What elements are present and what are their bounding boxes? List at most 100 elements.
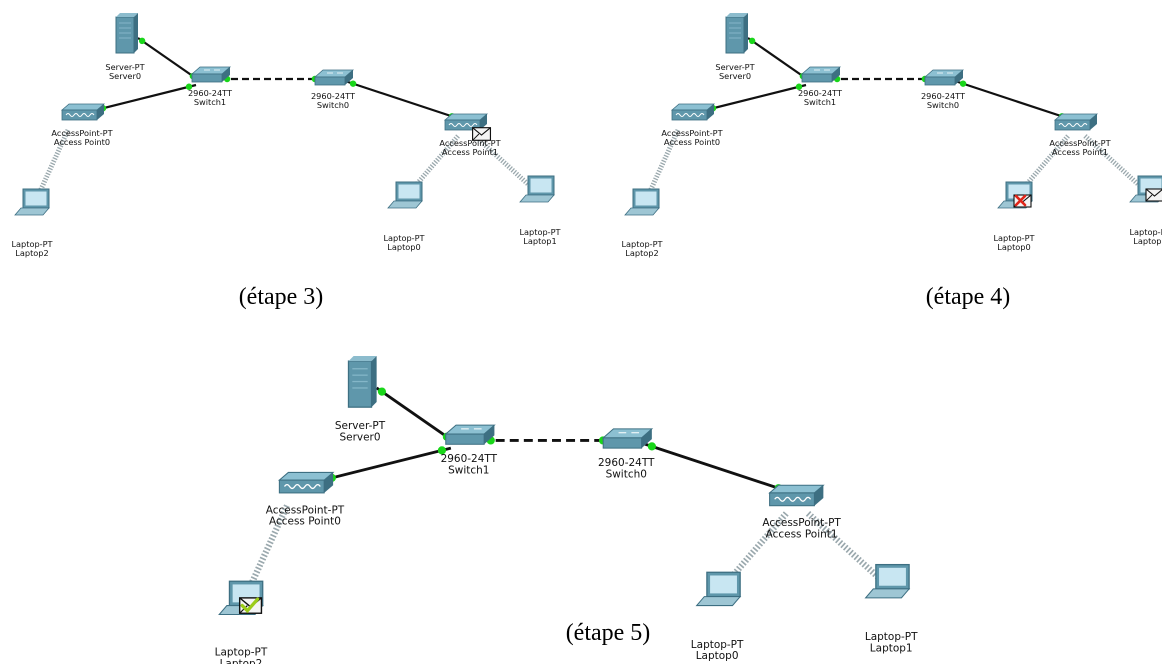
switch-icon[interactable] bbox=[190, 66, 232, 83]
device-type-label: Laptop-PT bbox=[993, 233, 1035, 243]
server-icon[interactable] bbox=[347, 355, 377, 408]
panel-etape-3: Server-PTServer02960-24TTSwitch12960-24T… bbox=[11, 13, 562, 258]
device-name-label: Laptop0 bbox=[696, 650, 739, 662]
device-name-label: Laptop1 bbox=[1133, 236, 1162, 246]
device-name-label: Switch0 bbox=[317, 100, 349, 110]
laptop-icon[interactable] bbox=[695, 571, 742, 607]
device-name-label: Server0 bbox=[109, 71, 141, 81]
switch-icon[interactable] bbox=[313, 69, 355, 86]
device-name-label: Access Point0 bbox=[54, 137, 110, 147]
wireless-ap0-laptop2 bbox=[34, 128, 71, 200]
device-type-label: AccessPoint-PT bbox=[661, 128, 723, 138]
port-indicator bbox=[748, 37, 756, 45]
link-switch0-ap1[interactable] bbox=[641, 441, 790, 493]
access-point-icon[interactable] bbox=[60, 103, 106, 121]
laptop-icon[interactable] bbox=[218, 580, 264, 616]
port-indicator bbox=[138, 37, 146, 45]
device-type-label: 2960-24TT bbox=[188, 88, 233, 98]
wireless-ap0-laptop2 bbox=[244, 504, 290, 595]
link-ap0-switch1[interactable] bbox=[95, 83, 197, 112]
laptop-icon[interactable] bbox=[387, 181, 423, 209]
device-type-label: Laptop-PT bbox=[691, 639, 744, 651]
envelope-icon bbox=[238, 597, 263, 614]
access-point-icon[interactable] bbox=[768, 484, 825, 507]
device-name-label: Laptop1 bbox=[523, 236, 556, 246]
device-type-label: Laptop-PT bbox=[1129, 227, 1162, 237]
device-type-label: Server-PT bbox=[105, 62, 145, 72]
wireless-ap1-laptop1 bbox=[473, 134, 532, 188]
device-type-label: Laptop-PT bbox=[519, 227, 561, 237]
device-type-label: Laptop-PT bbox=[865, 631, 918, 643]
access-point-icon[interactable] bbox=[670, 103, 716, 121]
panel-etape-5: Server-PTServer02960-24TTSwitch12960-24T… bbox=[215, 355, 918, 664]
device-name-label: Laptop2 bbox=[625, 248, 658, 258]
link-ap0-switch1[interactable] bbox=[322, 446, 452, 482]
device-name-label: Laptop1 bbox=[870, 642, 913, 654]
device-type-label: AccessPoint-PT bbox=[439, 138, 501, 148]
caption-etape-4: (étape 4) bbox=[926, 284, 1011, 310]
device-name-label: Access Point1 bbox=[766, 529, 838, 541]
device-name-label: Server0 bbox=[719, 71, 751, 81]
laptop-icon[interactable] bbox=[624, 188, 660, 216]
device-name-label: Laptop2 bbox=[15, 248, 48, 258]
envelope-icon bbox=[1145, 188, 1162, 202]
wireless-ap1-laptop0 bbox=[722, 511, 789, 588]
device-name-label: Switch0 bbox=[606, 468, 647, 480]
laptop-icon[interactable] bbox=[997, 181, 1033, 209]
device-name-label: Laptop0 bbox=[997, 242, 1030, 252]
device-name-label: Laptop0 bbox=[387, 242, 420, 252]
switch-icon[interactable] bbox=[601, 428, 654, 449]
access-point-icon[interactable] bbox=[1053, 113, 1099, 131]
device-name-label: Server0 bbox=[339, 431, 380, 443]
server-icon[interactable] bbox=[725, 13, 748, 54]
device-type-label: Laptop-PT bbox=[215, 646, 268, 658]
switch-icon[interactable] bbox=[800, 66, 842, 83]
x-mark-icon bbox=[1014, 194, 1027, 207]
link-server-switch1[interactable] bbox=[375, 386, 453, 442]
device-type-label: AccessPoint-PT bbox=[762, 517, 841, 529]
device-name-label: Switch1 bbox=[448, 465, 489, 477]
device-name-label: Access Point1 bbox=[1052, 147, 1108, 157]
link-switch0-ap1[interactable] bbox=[344, 79, 461, 121]
caption-etape-3: (étape 3) bbox=[239, 284, 324, 310]
port-indicator bbox=[349, 80, 357, 87]
device-name-label: Access Point0 bbox=[269, 516, 341, 528]
wireless-ap0-laptop2 bbox=[644, 128, 681, 200]
device-name-label: Laptop2 bbox=[220, 658, 263, 664]
access-point-icon[interactable] bbox=[443, 113, 489, 131]
link-server-switch1[interactable] bbox=[137, 37, 198, 80]
port-indicator bbox=[647, 442, 656, 451]
switch-icon[interactable] bbox=[923, 69, 965, 86]
device-name-label: Switch1 bbox=[804, 97, 836, 107]
device-type-label: AccessPoint-PT bbox=[1049, 138, 1111, 148]
access-point-icon[interactable] bbox=[277, 471, 335, 494]
panel-etape-4: Server-PTServer02960-24TTSwitch12960-24T… bbox=[621, 13, 1162, 258]
envelope-icon bbox=[472, 127, 492, 141]
laptop-icon[interactable] bbox=[14, 188, 50, 216]
laptop-icon[interactable] bbox=[1129, 175, 1162, 203]
caption-etape-5: (étape 5) bbox=[566, 620, 651, 646]
link-switch0-ap1[interactable] bbox=[954, 79, 1071, 121]
device-type-label: 2960-24TT bbox=[441, 453, 498, 465]
server-icon[interactable] bbox=[115, 13, 138, 54]
port-indicator bbox=[377, 387, 387, 396]
wireless-ap1-laptop1 bbox=[1083, 134, 1142, 188]
laptop-icon[interactable] bbox=[864, 563, 911, 599]
device-type-label: Server-PT bbox=[335, 420, 386, 432]
device-type-label: 2960-24TT bbox=[798, 88, 843, 98]
wireless-ap1-laptop0 bbox=[408, 134, 460, 194]
device-type-label: 2960-24TT bbox=[921, 91, 966, 101]
link-ap0-switch1[interactable] bbox=[705, 83, 807, 112]
check-mark-icon bbox=[240, 597, 260, 614]
port-indicator bbox=[437, 446, 447, 455]
device-type-label: Laptop-PT bbox=[383, 233, 425, 243]
port-indicator bbox=[795, 83, 803, 90]
device-type-label: Laptop-PT bbox=[621, 239, 663, 249]
laptop-icon[interactable] bbox=[519, 175, 555, 203]
device-name-label: Access Point0 bbox=[664, 137, 720, 147]
device-type-label: Server-PT bbox=[715, 62, 755, 72]
link-server-switch1[interactable] bbox=[747, 37, 808, 80]
device-name-label: Access Point1 bbox=[442, 147, 498, 157]
switch-icon[interactable] bbox=[444, 424, 496, 445]
